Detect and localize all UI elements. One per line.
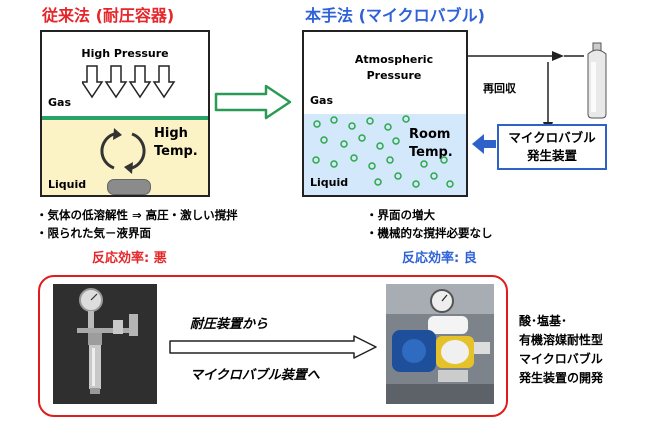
atmospheric-pressure-label: Atmospheric Pressure	[324, 52, 464, 84]
microbubble-device-photo	[386, 284, 494, 404]
conventional-issue-2: ・限られた気－液界面	[36, 224, 238, 242]
stir-bar	[107, 179, 151, 195]
gas-label-left: Gas	[48, 96, 71, 109]
conventional-issue-1: ・気体の低溶解性 ⇒ 高圧・激しい撹拌	[36, 206, 238, 224]
high-temp-label: High Temp.	[154, 125, 198, 161]
pressure-vessel: High Pressure Gas High Temp. Liquid	[40, 30, 210, 197]
new-method-title: 本手法 (マイクロバブル)	[305, 2, 485, 26]
conventional-method-title: 従来法 (耐圧容器)	[42, 2, 174, 26]
transition-arrow	[214, 84, 294, 120]
atmospheric-vessel: Atmospheric Pressure Gas Room Temp. Liqu…	[302, 30, 468, 197]
generator-label: マイクロバブル 発生装置	[499, 126, 605, 165]
pressure-apparatus-photo	[53, 284, 157, 404]
gas-label-right: Gas	[310, 94, 333, 107]
conventional-efficiency: 反応効率: 悪	[92, 247, 167, 266]
gas-liquid-interface-left	[42, 116, 208, 120]
recycle-label: 再回収	[483, 80, 516, 96]
new-method-efficiency: 反応効率: 良	[402, 247, 477, 266]
advantage-1: ・界面の増大	[366, 206, 493, 224]
microbubble-generator-box: マイクロバブル 発生装置	[497, 124, 607, 170]
gas-cylinder-icon	[582, 40, 612, 120]
advantage-2: ・機械的な撹拌必要なし	[366, 224, 493, 242]
conventional-issues: ・気体の低溶解性 ⇒ 高圧・激しい撹拌 ・限られた気－液界面	[36, 206, 238, 242]
new-method-advantages: ・界面の増大 ・機械的な撹拌必要なし	[366, 206, 493, 242]
liquid-label-left: Liquid	[48, 178, 86, 191]
development-description: 酸･塩基･ 有機溶媒耐性型 マイクロバブル 発生装置の開発	[519, 312, 603, 388]
from-pressure-device-text: 耐圧装置から	[190, 313, 268, 332]
generator-feed-arrow	[470, 130, 500, 160]
to-microbubble-device-text: マイクロバブル装置へ	[190, 364, 320, 383]
upgrade-arrow	[168, 335, 380, 359]
pressure-arrows	[82, 64, 182, 102]
high-pressure-label: High Pressure	[42, 47, 208, 60]
stirring-icon	[94, 128, 154, 176]
microbubbles	[304, 114, 466, 195]
